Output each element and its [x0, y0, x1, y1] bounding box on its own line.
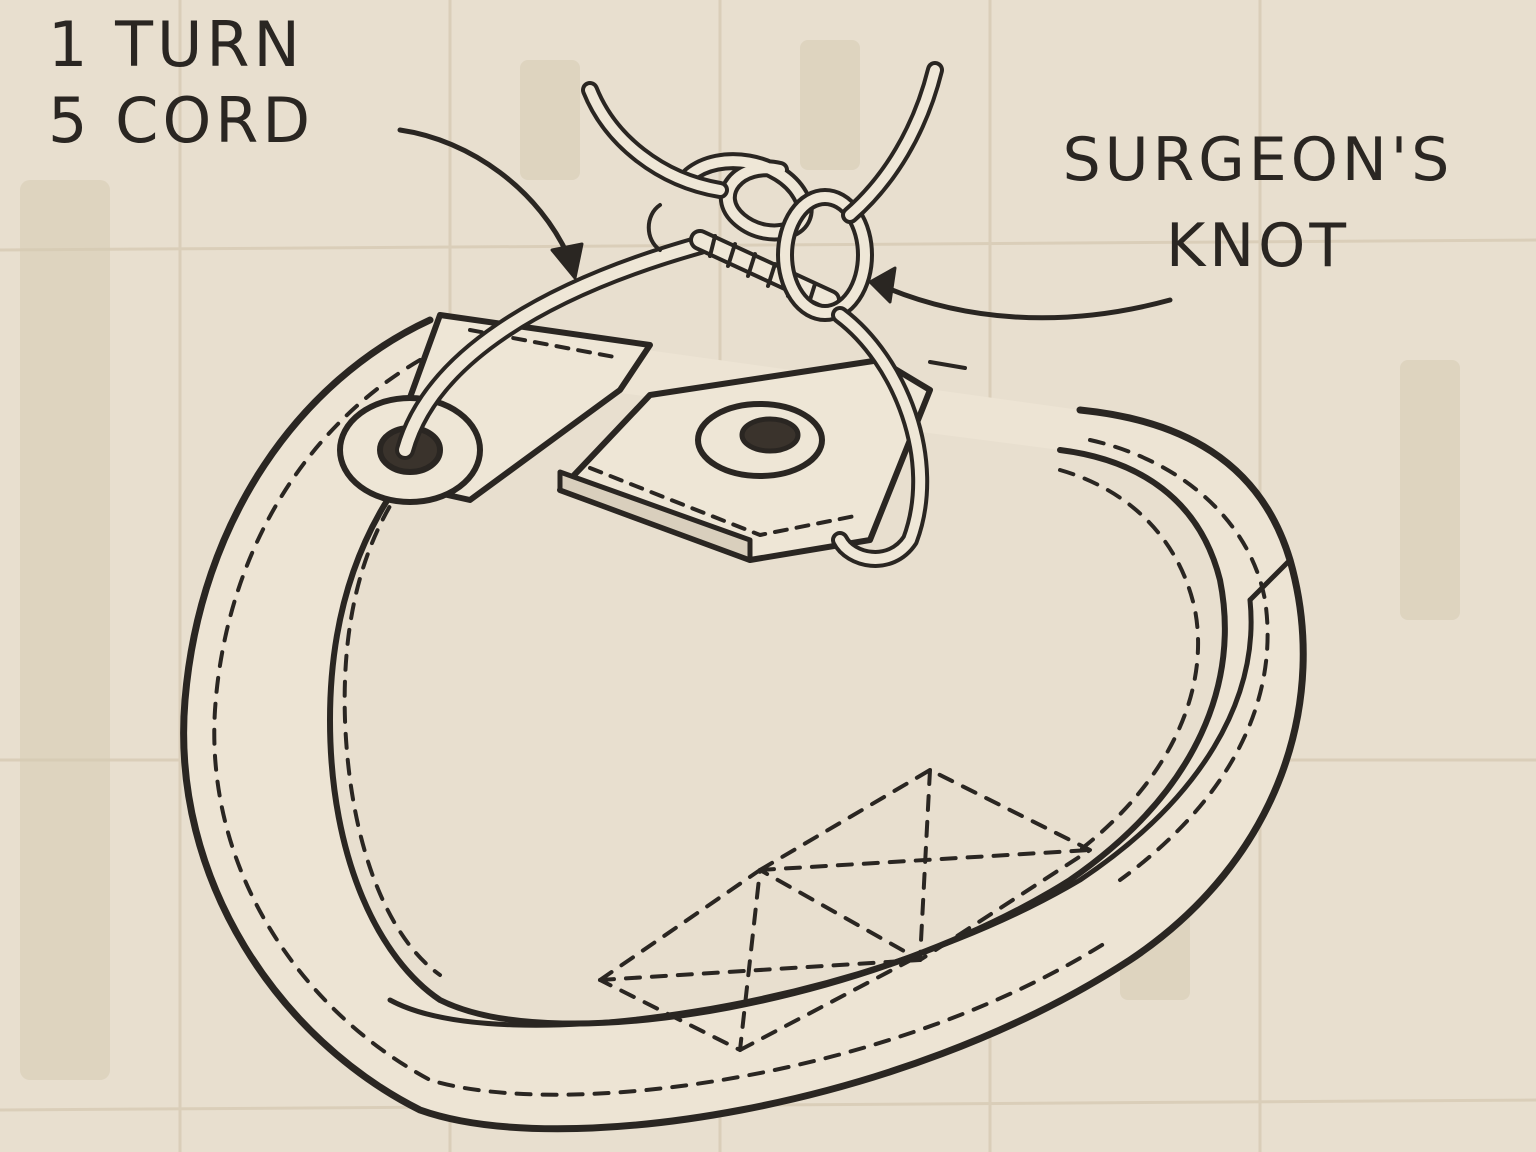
cord-arrow	[400, 130, 570, 260]
knot-label: SURGEON'S KNOT	[998, 130, 1518, 276]
cord-label-line2: 5 CORD	[48, 90, 314, 152]
cord-label-line1: 1 TURN	[48, 14, 314, 76]
knot-label-line2: KNOT	[998, 216, 1518, 276]
knot-arrow	[880, 285, 1170, 318]
knot-label-line1: SURGEON'S	[998, 130, 1518, 190]
cord-label: 1 TURN 5 CORD	[48, 14, 314, 152]
